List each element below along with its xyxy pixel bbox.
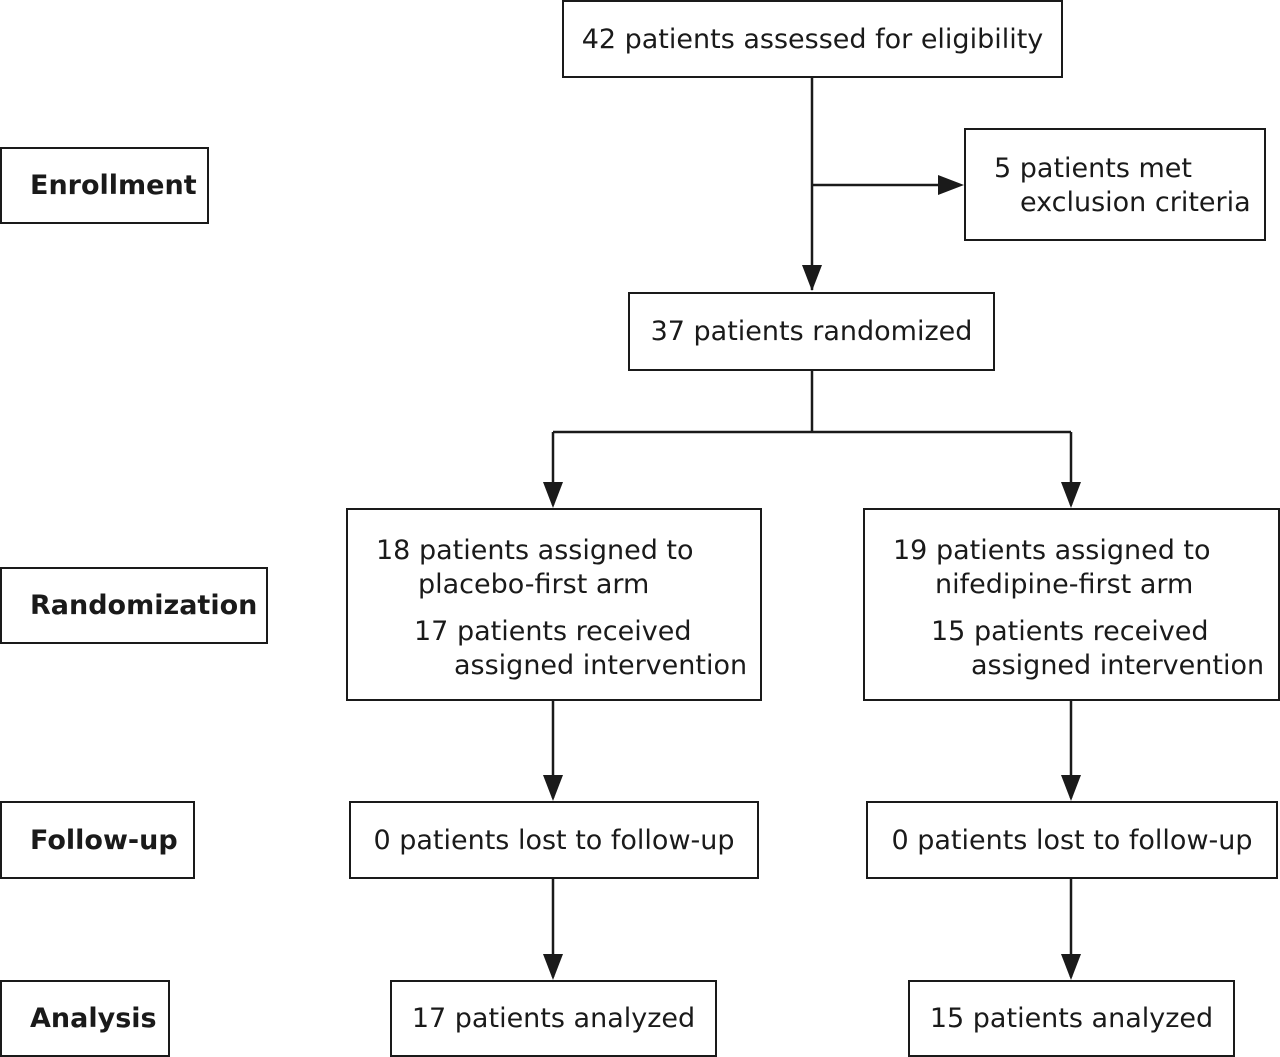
node-text-line1: 5 patients met [994, 153, 1192, 184]
arrowhead [543, 954, 563, 980]
nifedipine-received-line1: 15 patients received [931, 616, 1209, 647]
node-text: 15 patients analyzed [929, 1003, 1214, 1034]
stage-label: Enrollment [30, 170, 197, 201]
stage-enrollment: Enrollment [0, 147, 209, 224]
placebo-assigned-line2: placebo-first arm [418, 569, 650, 600]
stage-label: Analysis [30, 1003, 157, 1034]
node-placebo-lost: 0 patients lost to follow-up [349, 801, 759, 879]
placebo-received-line1: 17 patients received [414, 616, 692, 647]
placebo-assigned-line1: 18 patients assigned to [376, 535, 694, 566]
node-text: 37 patients randomized [650, 316, 973, 347]
node-text-line2: exclusion criteria [1020, 187, 1251, 218]
placebo-received-line2: assigned intervention [454, 650, 748, 681]
node-text: 0 patients lost to follow-up [373, 824, 735, 856]
stage-label: Follow-up [30, 824, 178, 856]
node-text: 0 patients lost to follow-up [891, 824, 1253, 856]
node-text: 17 patients analyzed [411, 1003, 696, 1034]
nifedipine-assigned-line1: 19 patients assigned to [893, 535, 1211, 566]
arrowhead [543, 482, 563, 508]
arrowhead [1061, 954, 1081, 980]
node-excluded: 5 patients met exclusion criteria [964, 128, 1266, 241]
nifedipine-assigned-line2: nifedipine-first arm [935, 569, 1194, 600]
arrowhead [543, 775, 563, 801]
arrowhead [1061, 482, 1081, 508]
stage-analysis: Analysis [0, 980, 170, 1057]
node-placebo-arm: 18 patients assigned to placebo-first ar… [346, 508, 762, 701]
stage-randomization: Randomization [0, 567, 268, 644]
node-placebo-analyzed: 17 patients analyzed [390, 980, 717, 1057]
nifedipine-received-line2: assigned intervention [971, 650, 1265, 681]
node-randomized: 37 patients randomized [628, 292, 995, 371]
arrowhead [802, 265, 822, 291]
node-nifedipine-arm: 19 patients assigned to nifedipine-first… [863, 508, 1280, 701]
stage-followup: Follow-up [0, 801, 195, 879]
node-nifedipine-analyzed: 15 patients analyzed [908, 980, 1235, 1057]
arrowhead [1061, 775, 1081, 801]
stage-label: Randomization [30, 590, 258, 621]
node-nifedipine-lost: 0 patients lost to follow-up [866, 801, 1278, 879]
arrowhead [938, 175, 964, 195]
node-assessed: 42 patients assessed for eligibility [562, 0, 1063, 78]
node-text: 42 patients assessed for eligibility [581, 23, 1044, 55]
